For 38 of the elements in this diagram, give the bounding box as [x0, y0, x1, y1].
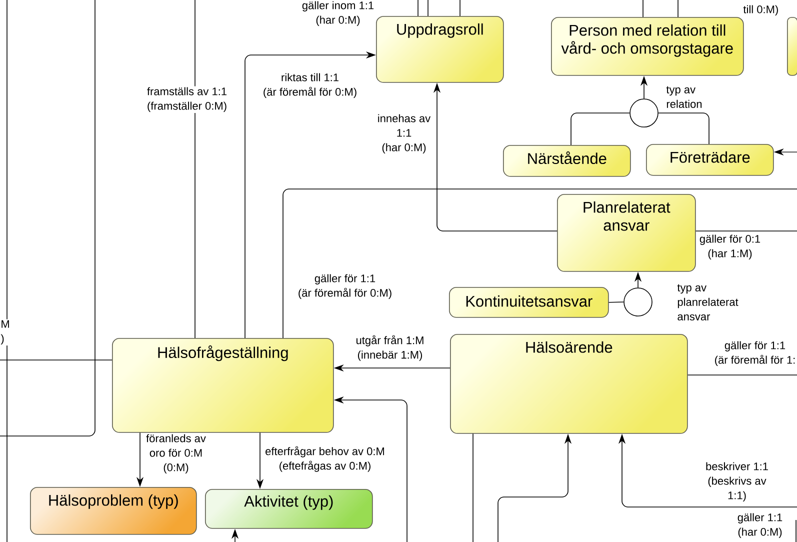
- edge-label: gäller för 0:1 (har 1:M): [700, 234, 760, 260]
- edge-label: riktas till 1:1 (är föremål för 0:M): [264, 73, 356, 98]
- connector-line: [570, 112, 630, 146]
- connector-line: [608, 302, 624, 303]
- junction-circle: [630, 98, 658, 128]
- entity-box: Kontinuitetsansvar: [449, 287, 609, 318]
- connector-line: [282, 188, 797, 338]
- relationship-label: till 0:M): [743, 5, 778, 16]
- entity-box: Person med relation till vård- och omsorgstagare: [551, 17, 744, 76]
- connector-line: [194, 0, 196, 338]
- entity-box: [787, 17, 797, 76]
- edge-label: gäller för 1:1 (är föremål för 1:: [715, 341, 795, 366]
- entity-box: Hälsoärende: [450, 334, 688, 434]
- relationship-label: M ): [0, 319, 12, 346]
- edge-label: efterfrågar behov av 0:M (eftefrågas av 0:M): [266, 446, 384, 472]
- connector-line: [642, 0, 644, 18]
- edge-label: typ av planrelaterat ansvar: [677, 284, 738, 320]
- entity-box: Uppdragsroll: [376, 16, 504, 83]
- edge-label: framställs av 1:1 (framställer 0:M): [143, 86, 231, 113]
- connector-line: [695, 230, 797, 232]
- entity-box: Företrädare: [646, 144, 774, 176]
- edge-label: utgår från 1:M (innebär 1:M): [356, 335, 424, 361]
- node-caption: typ av relation: [666, 86, 702, 108]
- connector-line: [658, 112, 710, 144]
- entity-box: Hälsofrågeställning: [112, 338, 334, 433]
- relationship-label: gäller 1:1 (har 0:M): [738, 513, 782, 538]
- entity-box: Planrelaterat ansvar: [557, 194, 696, 272]
- relationship-label: gäller inom 1:1 (har 0:M): [302, 1, 374, 26]
- connector-line: [687, 374, 797, 376]
- entity-box: Hälsoproblem (typ): [30, 487, 197, 535]
- edge-label: föranleds av oro för 0:M (0:M): [146, 434, 206, 474]
- edge-label: beskriver 1:1 (beskrivs av 1:1): [706, 462, 768, 502]
- connector-line: [472, 433, 474, 542]
- entity-box: Närstående: [503, 145, 631, 177]
- junction-circle: [624, 288, 652, 316]
- edge-label: innehas av 1:1 (har 0:M): [378, 114, 431, 154]
- entity-box: Aktivitet (typ): [205, 489, 373, 529]
- edge-label: gäller för 1:1 (är föremål för 0:M): [298, 274, 392, 299]
